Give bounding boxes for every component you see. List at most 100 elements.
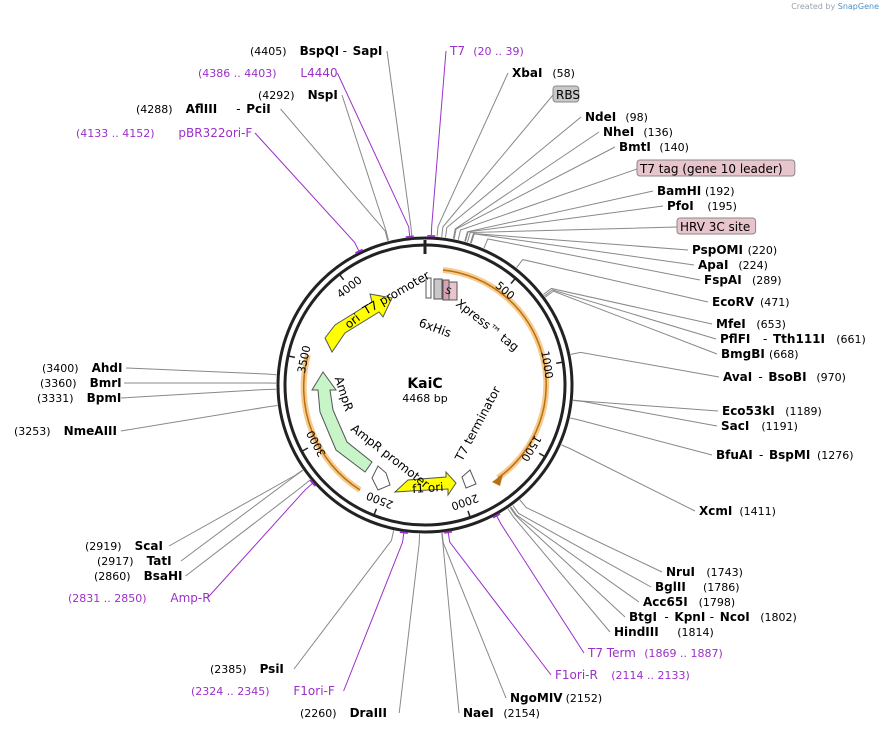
name-separator: - (763, 332, 767, 346)
site-label-nmeaiii: (3253)NmeAIII (14, 424, 117, 438)
leader-line (336, 72, 411, 237)
site-position: (1191) (761, 420, 798, 433)
tick-label: 3000 (304, 428, 329, 459)
leader-line (507, 508, 611, 633)
site-position: (1814) (677, 626, 714, 639)
site-position: (2917) (97, 555, 134, 568)
site-name: BmgBI (721, 347, 765, 361)
site-position: (653) (756, 318, 786, 331)
ampr-promoter-arrow (371, 465, 391, 491)
site-position: (2152) (566, 692, 603, 705)
tick-mark (288, 355, 296, 359)
leader-line (470, 233, 695, 266)
f1-ori-label: f1 ori (412, 480, 444, 496)
leader-line (168, 469, 303, 547)
site-position: (471) (760, 296, 790, 309)
site-position: (140) (659, 141, 689, 154)
site-label-t7-term: T7 Term (1869 .. 1887) (587, 646, 723, 660)
name-separator: - (236, 102, 240, 116)
site-name: PsiI (260, 662, 284, 676)
site-name: AvaI (723, 370, 752, 384)
site-position: (3253) (14, 425, 51, 438)
plasmid-length: 4468 bp (402, 392, 447, 405)
site-label-pflfi: PflFI-Tth111I(661) (720, 332, 866, 346)
leader-line (293, 530, 395, 670)
site-position: (1276) (817, 449, 854, 462)
leader-line (280, 108, 389, 241)
leader-line (125, 367, 277, 376)
ampr-orf-arc-line (302, 354, 361, 491)
leader-line (436, 72, 509, 237)
leader-line (519, 499, 663, 573)
site-label-bspqi: (4405)BspQI-SapI (250, 44, 382, 58)
site-name: PspOMI (692, 243, 743, 257)
site-label-l4440: (4386 .. 4403)L4440 (198, 66, 338, 80)
site-position: (1743) (706, 566, 743, 579)
credit-prefix: Created by (791, 2, 836, 11)
site-position: (58) (552, 67, 575, 80)
site-name: NheI (603, 125, 634, 139)
site-label-tati: (2917) TatI (97, 554, 172, 568)
site-label-avai: AvaI-BsoBI(970) (723, 370, 846, 384)
site-name: DraIII (350, 706, 387, 720)
site-label-bmti: BmtI(140) (619, 140, 689, 154)
site-position: (2860) (94, 570, 131, 583)
site-label-hindiii: HindIII (1814) (614, 625, 714, 639)
site-position: (3331) (37, 392, 74, 405)
site-label-rbs: RBS (552, 85, 580, 103)
site-name: PflFI (720, 332, 750, 346)
t7-terminator-arrow (461, 469, 477, 489)
leader-line (120, 404, 278, 432)
leader-line (441, 533, 460, 714)
site-name: T7 (449, 44, 465, 58)
tick-label: 2500 (364, 489, 395, 511)
leader-line (254, 132, 360, 252)
site-position: (4386 .. 4403) (198, 67, 277, 80)
leader-line (207, 482, 314, 599)
site-position: (3400) (42, 362, 79, 375)
site-name: TatI (147, 554, 172, 568)
tick-label: 1500 (518, 433, 544, 464)
site-position: (4292) (258, 89, 295, 102)
site-name: BspQI (300, 44, 340, 58)
site-name: Amp-R (170, 591, 210, 605)
site-label-psii: (2385)PsiI (210, 662, 284, 676)
leader-line (452, 131, 600, 239)
primer-mark (492, 512, 501, 519)
leader-line (457, 168, 638, 240)
site-position: (1869 .. 1887) (644, 647, 723, 660)
tick-mark (510, 278, 516, 285)
site-label-xcmi: XcmI(1411) (699, 504, 776, 518)
leader-line (464, 205, 664, 242)
site-position: (4405) (250, 45, 287, 58)
site-name: ScaI (135, 539, 163, 553)
tick-label: 1000 (538, 350, 555, 380)
t7-terminator-label: T7 terminator (452, 384, 504, 464)
site-name: NaeI (463, 706, 494, 720)
site-name: NruI (666, 565, 695, 579)
name-separator: - (758, 370, 762, 384)
kaic-orf-arc-line (442, 269, 547, 479)
site-label-naei: NaeI(2154) (463, 706, 540, 720)
site-label-acc65i: Acc65I(1798) (643, 595, 735, 609)
leader-lines (120, 50, 720, 714)
site-label-pspomi: PspOMI(220) (692, 243, 777, 257)
site-name: T7 Term (587, 646, 636, 660)
site-name: SacI (721, 419, 749, 433)
leader-line (430, 50, 447, 237)
site-label-fspai: FspAI(289) (704, 273, 782, 287)
site-name: pBR322ori-F (178, 126, 252, 140)
site-position: (2260) (300, 707, 337, 720)
snapgene-credit: Created by SnapGene (791, 2, 879, 11)
site-label-bglii: BglII(1786) (655, 580, 740, 594)
name-separator: - (710, 610, 714, 624)
feature-box (552, 85, 580, 103)
leader-line (453, 146, 616, 239)
site-position: (2324 .. 2345) (191, 685, 270, 698)
site-name: HindIII (614, 625, 659, 639)
tick-label: 2000 (450, 491, 481, 512)
leader-line (466, 226, 678, 243)
site-label-nspi: (4292)NspI (258, 88, 338, 102)
